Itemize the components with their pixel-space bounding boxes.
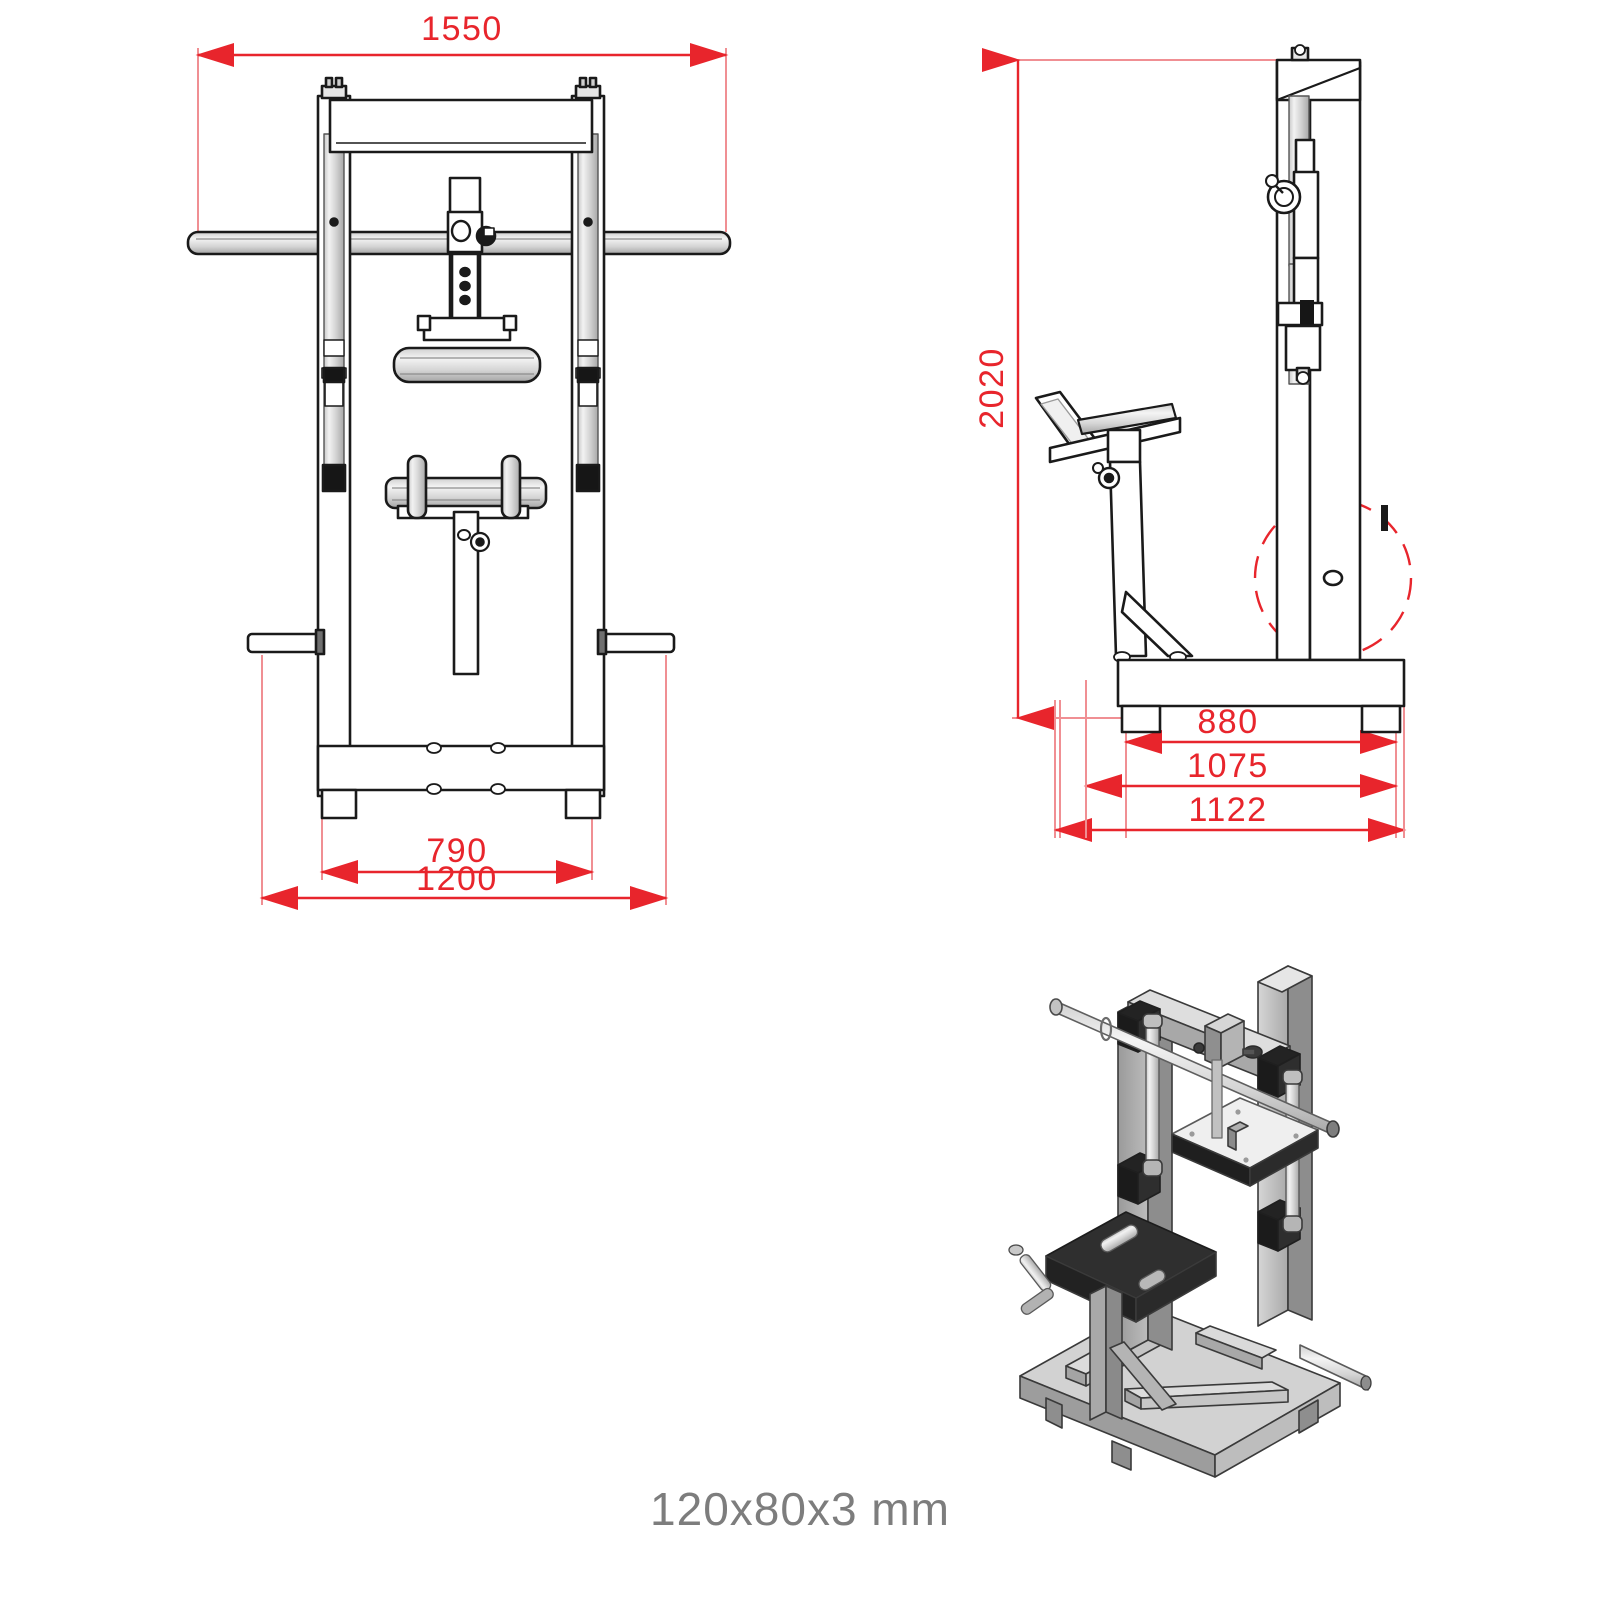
side-seat-assembly bbox=[1034, 390, 1194, 663]
side-guide-rail-carriage bbox=[1265, 95, 1324, 385]
side-dim-1075: 1075 bbox=[1187, 747, 1269, 785]
side-view-dimensions bbox=[982, 48, 1407, 842]
side-dim-880: 880 bbox=[1197, 703, 1258, 741]
side-dim-2020: 2020 bbox=[973, 347, 1011, 429]
iso-plate-carriage bbox=[1171, 1013, 1319, 1187]
front-right-post bbox=[570, 76, 606, 798]
profile-spec-caption: 120x80x3 mm bbox=[650, 1483, 950, 1535]
iso-seat-support bbox=[1089, 1285, 1177, 1421]
front-upper-pad-assembly bbox=[392, 314, 542, 384]
front-dim-1200: 1200 bbox=[416, 860, 498, 898]
iso-footrest-right bbox=[1299, 1344, 1372, 1391]
iso-guide-rod-left bbox=[1142, 1013, 1163, 1177]
front-dim-790: 790 bbox=[426, 832, 487, 870]
front-seat-assembly bbox=[384, 454, 548, 676]
side-machine bbox=[1034, 44, 1406, 734]
isometric-view-group bbox=[1008, 965, 1372, 1478]
front-top-beam bbox=[328, 98, 594, 154]
iso-barbell-bar bbox=[1049, 998, 1340, 1138]
front-left-post bbox=[316, 76, 352, 798]
iso-handle-left bbox=[1008, 1244, 1054, 1315]
front-base-frame bbox=[316, 742, 606, 820]
front-footrest-right bbox=[596, 628, 676, 656]
front-view-group: 1550 790 1200 bbox=[186, 10, 732, 910]
iso-seat-pad bbox=[1045, 1211, 1217, 1323]
iso-base-frame bbox=[1019, 1305, 1341, 1478]
side-dim-1122: 1122 bbox=[1188, 791, 1267, 829]
side-view-group: 2020 880 1075 1122 bbox=[973, 44, 1413, 842]
side-base-frame bbox=[1116, 658, 1406, 734]
front-footrest-left bbox=[246, 628, 326, 656]
front-dim-1550: 1550 bbox=[421, 10, 503, 48]
front-machine bbox=[186, 76, 732, 820]
